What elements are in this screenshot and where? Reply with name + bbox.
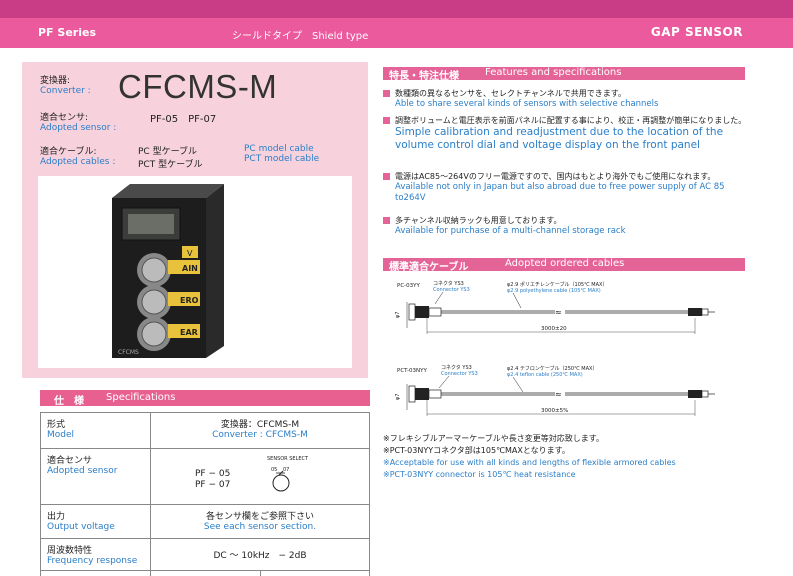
svg-text:コネクタ YS3: コネクタ YS3 — [433, 280, 464, 287]
feature-item: 調整ボリュームと電圧表示を前面パネルに配置する事により、校正・再調整が簡単になり… — [383, 115, 753, 152]
cable-diagrams: PC-03YY コネクタ YS3 Connector YS3 φ2.9 ポリエチ… — [395, 280, 715, 416]
device-label-v: V — [187, 249, 193, 258]
converter-label: 変換器: Converter : — [40, 76, 91, 96]
cable-values-jp: PC 型ケーブル PCT 型ケーブル — [138, 147, 203, 170]
sensor-select-switch: SENSOR SELECT 05 07 — [267, 456, 309, 492]
bullet-square-icon — [383, 117, 390, 124]
shield-type-label: シールドタイプ Shield type — [232, 31, 369, 42]
svg-text:3000±5%: 3000±5% — [541, 408, 568, 414]
svg-text:φ2.4 テフロンケーブル（250℃ MAX）: φ2.4 テフロンケーブル（250℃ MAX） — [507, 365, 597, 372]
cable-values-en: PC model cable PCT model cable — [244, 144, 320, 164]
svg-text:PC-03YY: PC-03YY — [397, 283, 420, 289]
svg-text:φ7: φ7 — [395, 394, 401, 400]
svg-text:3000±20: 3000±20 — [541, 326, 567, 332]
feature-item: 電源はAC85〜264Vのフリー電源ですので、国内はもとより海外でもご使用になれ… — [383, 171, 753, 204]
svg-text:≈: ≈ — [555, 390, 562, 399]
bullet-square-icon — [383, 173, 390, 180]
table-row — [41, 571, 369, 576]
converter-model: CFCMS-M — [118, 68, 278, 105]
svg-text:φ2.9 ポリエチレンケーブル（105℃ MAX）: φ2.9 ポリエチレンケーブル（105℃ MAX） — [507, 281, 607, 288]
device-label-clear: EAR — [180, 328, 198, 337]
gain-knob: AIN — [137, 253, 200, 287]
features-header: 特長・特注仕様 Features and specifications — [383, 67, 745, 82]
notes: ※フレキシブルアーマーケーブルや長さ変更等対応致します。 ※PCT-03NYYコ… — [383, 434, 676, 479]
cable-label: 適合ケーブル: Adopted cables : — [40, 147, 116, 167]
svg-text:SENSOR SELECT: SENSOR SELECT — [267, 456, 309, 462]
svg-text:φ7: φ7 — [395, 312, 401, 318]
product-line-title: GAP SENSOR — [650, 25, 743, 39]
product-photo: V AIN ERO EAR CFCMS — [38, 176, 352, 368]
bullet-square-icon — [383, 90, 390, 97]
svg-text:PCT-03NYY: PCT-03NYY — [397, 368, 427, 374]
sensor-label: 適合センサ: Adopted sensor : — [40, 113, 117, 133]
bullet-square-icon — [383, 217, 390, 224]
svg-text:φ2.9 polyethylene cable (105℃: φ2.9 polyethylene cable (105℃ MAX) — [507, 288, 601, 294]
feature-item: 多チャンネル収納ラックも用意しております。 Available for purc… — [383, 215, 753, 237]
svg-text:Connector YS3: Connector YS3 — [433, 287, 470, 293]
sensor-values: PF-05 PF-07 — [150, 114, 217, 125]
device-brand: CFCMS — [118, 349, 139, 356]
series-title: PF Series — [38, 26, 96, 39]
svg-text:05: 05 — [271, 467, 277, 473]
cable-diagram-pc-03yy: PC-03YY コネクタ YS3 Connector YS3 φ2.9 ポリエチ… — [395, 280, 715, 334]
device-label-gain: AIN — [182, 264, 198, 273]
svg-text:≈: ≈ — [555, 308, 562, 317]
cables-header: 標準適合ケーブル Adopted ordered cables — [383, 258, 745, 273]
zero-knob: ERO — [137, 285, 200, 319]
cable-diagram-pct-03nyy: PCT-03NYY コネクタ YS3 Connector YS3 φ2.4 テフ… — [395, 364, 715, 416]
specifications-header: 仕 様 Specifications — [40, 390, 370, 407]
page-header: PF Series シールドタイプ Shield type GAP SENSOR — [0, 18, 793, 48]
svg-text:Connector YS3: Connector YS3 — [441, 371, 478, 377]
svg-text:コネクタ YS3: コネクタ YS3 — [441, 364, 472, 371]
svg-text:07: 07 — [283, 467, 289, 473]
converter-device-illustration: V AIN ERO EAR CFCMS — [112, 184, 224, 358]
svg-text:φ2.4 teflon cable (250℃ MAX): φ2.4 teflon cable (250℃ MAX) — [507, 372, 583, 378]
device-label-zero: ERO — [180, 296, 199, 305]
clear-knob: EAR — [137, 317, 200, 351]
feature-item: 数種類の異なるセンサを、セレクトチャンネルで共用できます。 Able to sh… — [383, 88, 753, 110]
top-stripe — [0, 0, 793, 18]
